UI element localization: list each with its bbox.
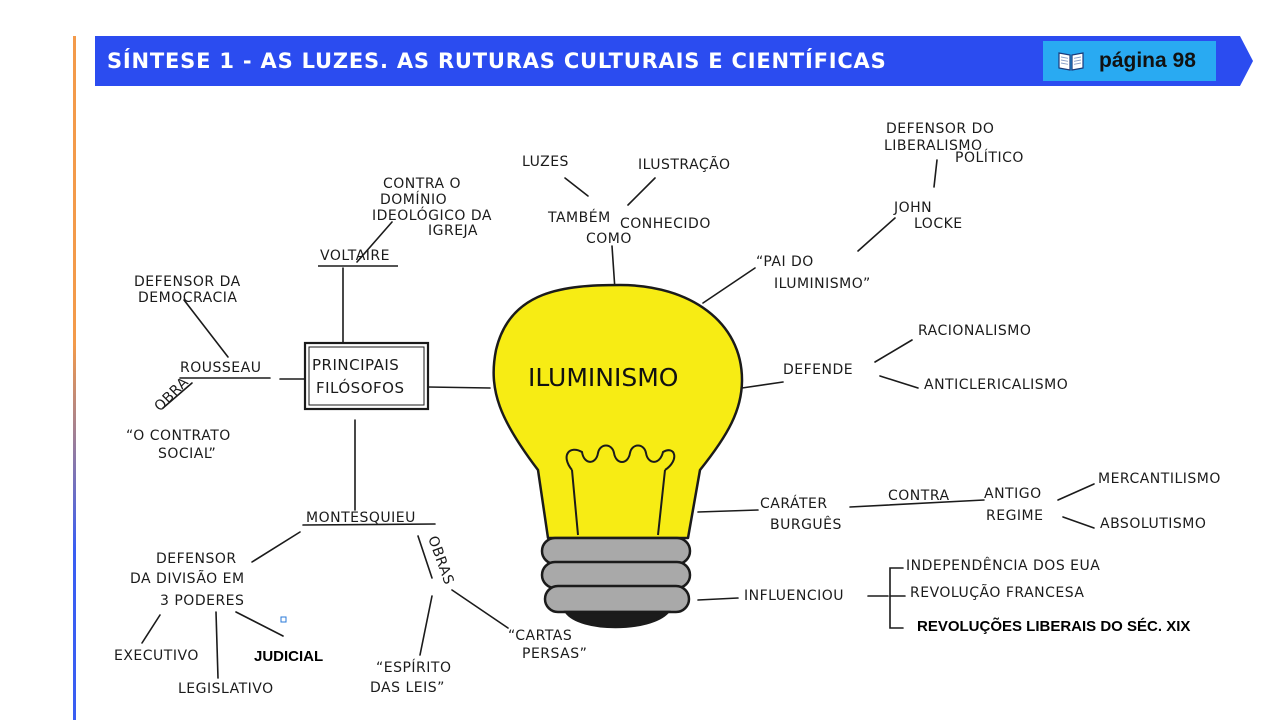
- slide-title: SÍNTESE 1 - AS LUZES. AS RUTURAS CULTURA…: [107, 49, 887, 73]
- regime-label-line-2: REGIME: [986, 508, 1043, 524]
- locke-description-line-2: LIBERALISMO: [884, 138, 983, 154]
- rousseau-work-label: OBRA: [152, 374, 193, 415]
- locke-name-line-2: LOCKE: [914, 216, 963, 232]
- term-luzes: LUZES: [522, 154, 569, 170]
- voltaire-description-line-4: IGREJA: [428, 223, 478, 239]
- philosophers-box-line-2: FILÓSOFOS: [316, 378, 404, 397]
- page-reference-badge[interactable]: página 98: [1043, 41, 1216, 81]
- open-book-icon: [1058, 52, 1084, 71]
- connector-lines: [141, 159, 1095, 679]
- power-executivo: EXECUTIVO: [114, 648, 199, 664]
- influence-label: INFLUENCIOU: [744, 588, 844, 604]
- term-ilustracao: ILUSTRAÇÃO: [638, 156, 731, 173]
- montesquieu-works-label: OBRAS: [424, 534, 456, 587]
- side-accent-line: [73, 36, 76, 720]
- rousseau-description-line-2: DEMOCRACIA: [138, 290, 237, 306]
- locke-title-line-2: ILUMINISMO”: [774, 276, 871, 292]
- regime-label-line-1: ANTIGO: [984, 486, 1042, 502]
- bulb-glass: [492, 283, 744, 540]
- locke-description-line-1: DEFENSOR DO: [886, 121, 994, 137]
- montesquieu-name: MONTESQUIEU: [306, 510, 416, 526]
- rousseau-work-line-2: SOCIAL”: [158, 446, 216, 462]
- philosophers-box-line-1: PRINCIPAIS: [312, 356, 399, 374]
- connector-tambem: TAMBÉM: [547, 209, 611, 226]
- voltaire-description-line-3: IDEOLÓGICO DA: [372, 206, 492, 224]
- defends-item-anticlericalismo: ANTICLERICALISMO: [924, 377, 1068, 393]
- against-label: CONTRA: [888, 488, 950, 504]
- locke-name-line-1: JOHN: [893, 200, 932, 216]
- influence-item-revolucao-francesa: REVOLUÇÃO FRANCESA: [910, 584, 1084, 601]
- locke-description-line-3: POLÍTICO: [955, 149, 1024, 166]
- montesquieu-description-line-2: DA DIVISÃO EM: [130, 570, 245, 587]
- power-judicial: JUDICIAL: [254, 648, 323, 665]
- banner-background: [95, 36, 1253, 86]
- montesquieu-work-1-line-2: DAS LEIS”: [370, 680, 445, 696]
- montesquieu-work-2-line-1: “CARTAS: [508, 628, 572, 644]
- voltaire-description-line-1: CONTRA O: [383, 176, 461, 192]
- defends-label: DEFENDE: [783, 362, 853, 378]
- defends-item-racionalismo: RACIONALISMO: [918, 323, 1031, 339]
- lightbulb-icon: ILUMINISMO: [492, 283, 744, 629]
- bourgeois-label-line-1: CARÁTER: [760, 495, 828, 512]
- montesquieu-work-2-line-2: PERSAS”: [522, 646, 587, 662]
- influence-item-revolucoes-liberais: REVOLUÇÕES LIBERAIS DO SÉC. XIX: [917, 617, 1190, 635]
- central-concept: ILUMINISMO: [528, 363, 679, 392]
- selection-handle: [280, 616, 287, 623]
- regime-item-absolutismo: ABSOLUTISMO: [1100, 516, 1206, 532]
- power-legislativo: LEGISLATIVO: [178, 681, 274, 697]
- montesquieu-work-1-line-1: “ESPÍRITO: [376, 659, 451, 676]
- connector-como: COMO: [586, 231, 632, 247]
- page-number-label: página 98: [1099, 49, 1196, 72]
- philosophers-box: PRINCIPAIS FILÓSOFOS: [303, 341, 430, 411]
- connector-conhecido: CONHECIDO: [620, 216, 711, 232]
- voltaire-name: VOLTAIRE: [320, 248, 390, 264]
- influence-item-independencia: INDEPENDÊNCIA DOS EUA: [906, 556, 1100, 574]
- title-banner: SÍNTESE 1 - AS LUZES. AS RUTURAS CULTURA…: [95, 36, 1253, 86]
- voltaire-description-line-2: DOMÍNIO: [380, 191, 447, 208]
- rousseau-name: ROUSSEAU: [180, 360, 261, 376]
- bourgeois-label-line-2: BURGUÊS: [770, 515, 842, 533]
- rousseau-work-line-1: “O CONTRATO: [126, 428, 231, 444]
- regime-item-mercantilismo: MERCANTILISMO: [1098, 471, 1221, 487]
- bulb-base: [540, 536, 692, 629]
- montesquieu-description-line-1: DEFENSOR: [156, 551, 237, 567]
- montesquieu-description-line-3: 3 PODERES: [160, 593, 244, 609]
- locke-title-line-1: “PAI DO: [756, 254, 814, 270]
- rousseau-description-line-1: DEFENSOR DA: [134, 274, 241, 290]
